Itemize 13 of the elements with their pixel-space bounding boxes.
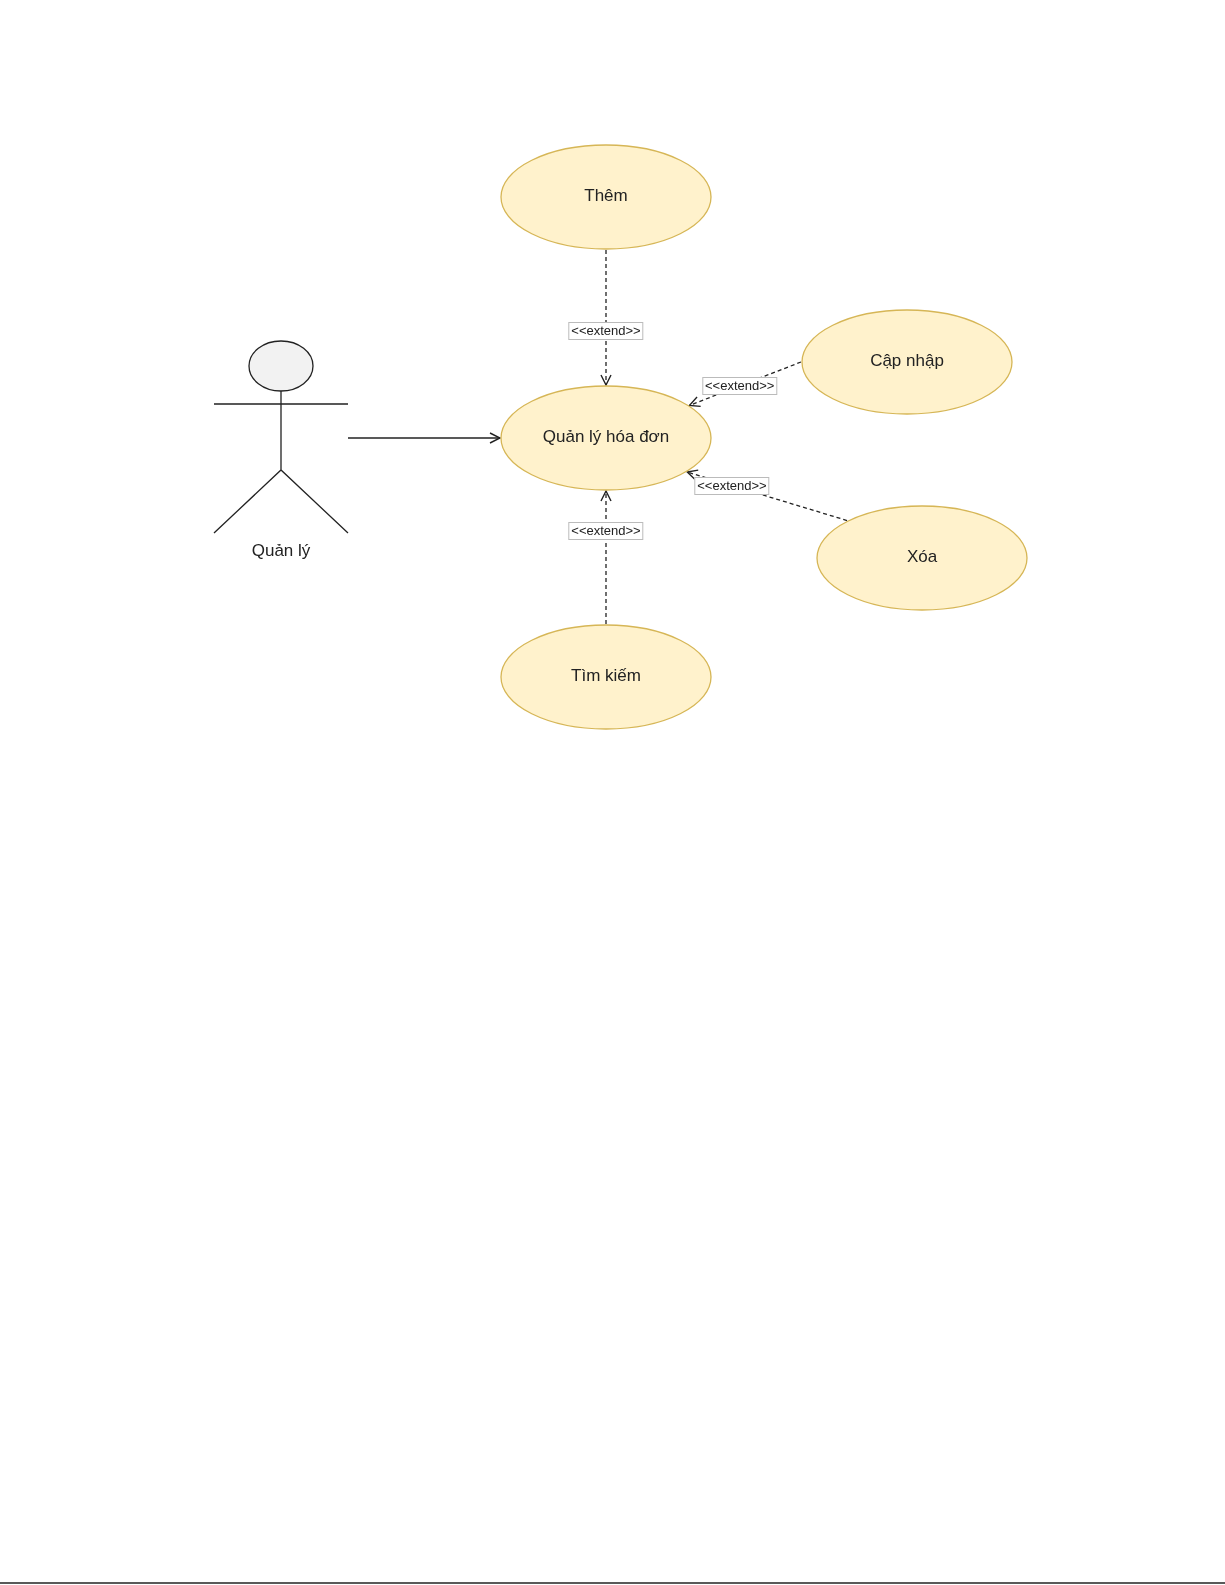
- actor-name: Quản lý: [250, 541, 312, 561]
- arrow: [347, 432, 501, 444]
- use-case-name: Quản lý hóa đơn: [542, 427, 670, 447]
- use-case-name: Cập nhập: [870, 351, 944, 371]
- edge-label: <<extend>>: [702, 376, 778, 395]
- dashed-arrow: [600, 249, 612, 386]
- use-case-name: Xóa: [906, 547, 938, 567]
- use-case-name: Tìm kiếm: [571, 666, 641, 686]
- edge-label: <<extend>>: [568, 322, 644, 340]
- dashed-arrow: [600, 490, 612, 625]
- use-case-name: Thêm: [584, 186, 628, 206]
- edge-label: <<extend>>: [694, 476, 770, 495]
- edge-label: <<extend>>: [568, 521, 644, 540]
